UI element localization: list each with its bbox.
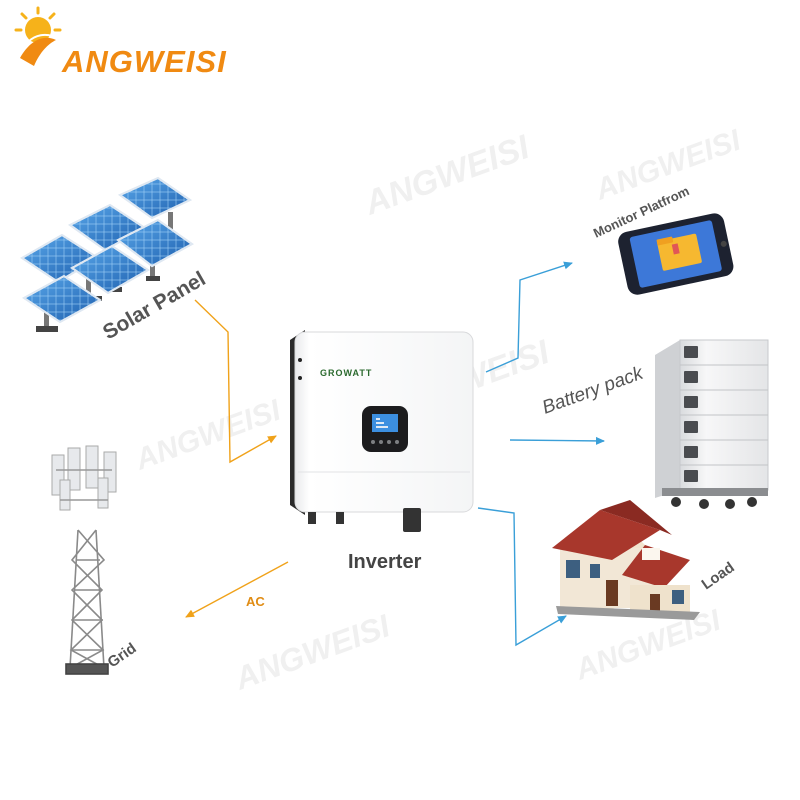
monitor-phone-icon — [618, 213, 734, 295]
grid-tower-icon — [51, 445, 117, 675]
inverter-display — [362, 406, 408, 452]
inverter-brand: GROWATT — [320, 368, 372, 378]
house-icon — [552, 500, 700, 620]
watermark: ANGWEISI — [359, 127, 536, 222]
inverter-to-battery-arrow — [509, 436, 605, 445]
brand-logo: ANGWEISI — [14, 6, 227, 79]
load-label: Load — [699, 559, 738, 593]
ac-flow-label: AC — [246, 594, 265, 609]
inverter-label: Inverter — [348, 551, 422, 573]
battery-label: Battery pack — [540, 362, 648, 418]
battery-pack-icon — [655, 339, 769, 509]
inverter-to-grid-arrow — [185, 561, 289, 618]
inverter-to-load-arrow — [477, 507, 567, 647]
inverter-device: GROWATT — [290, 330, 474, 532]
watermark: ANGWEISI — [130, 393, 285, 476]
solar-to-inverter-arrow — [194, 299, 277, 464]
inverter-to-monitor-arrow — [485, 261, 573, 373]
watermark: ANGWEISI — [229, 607, 395, 697]
sun-icon — [14, 6, 62, 66]
logo-text: ANGWEISI — [61, 44, 227, 79]
flow-arrows — [185, 261, 605, 647]
solar-panel-array — [20, 176, 194, 332]
grid-label: Grid — [105, 640, 140, 672]
